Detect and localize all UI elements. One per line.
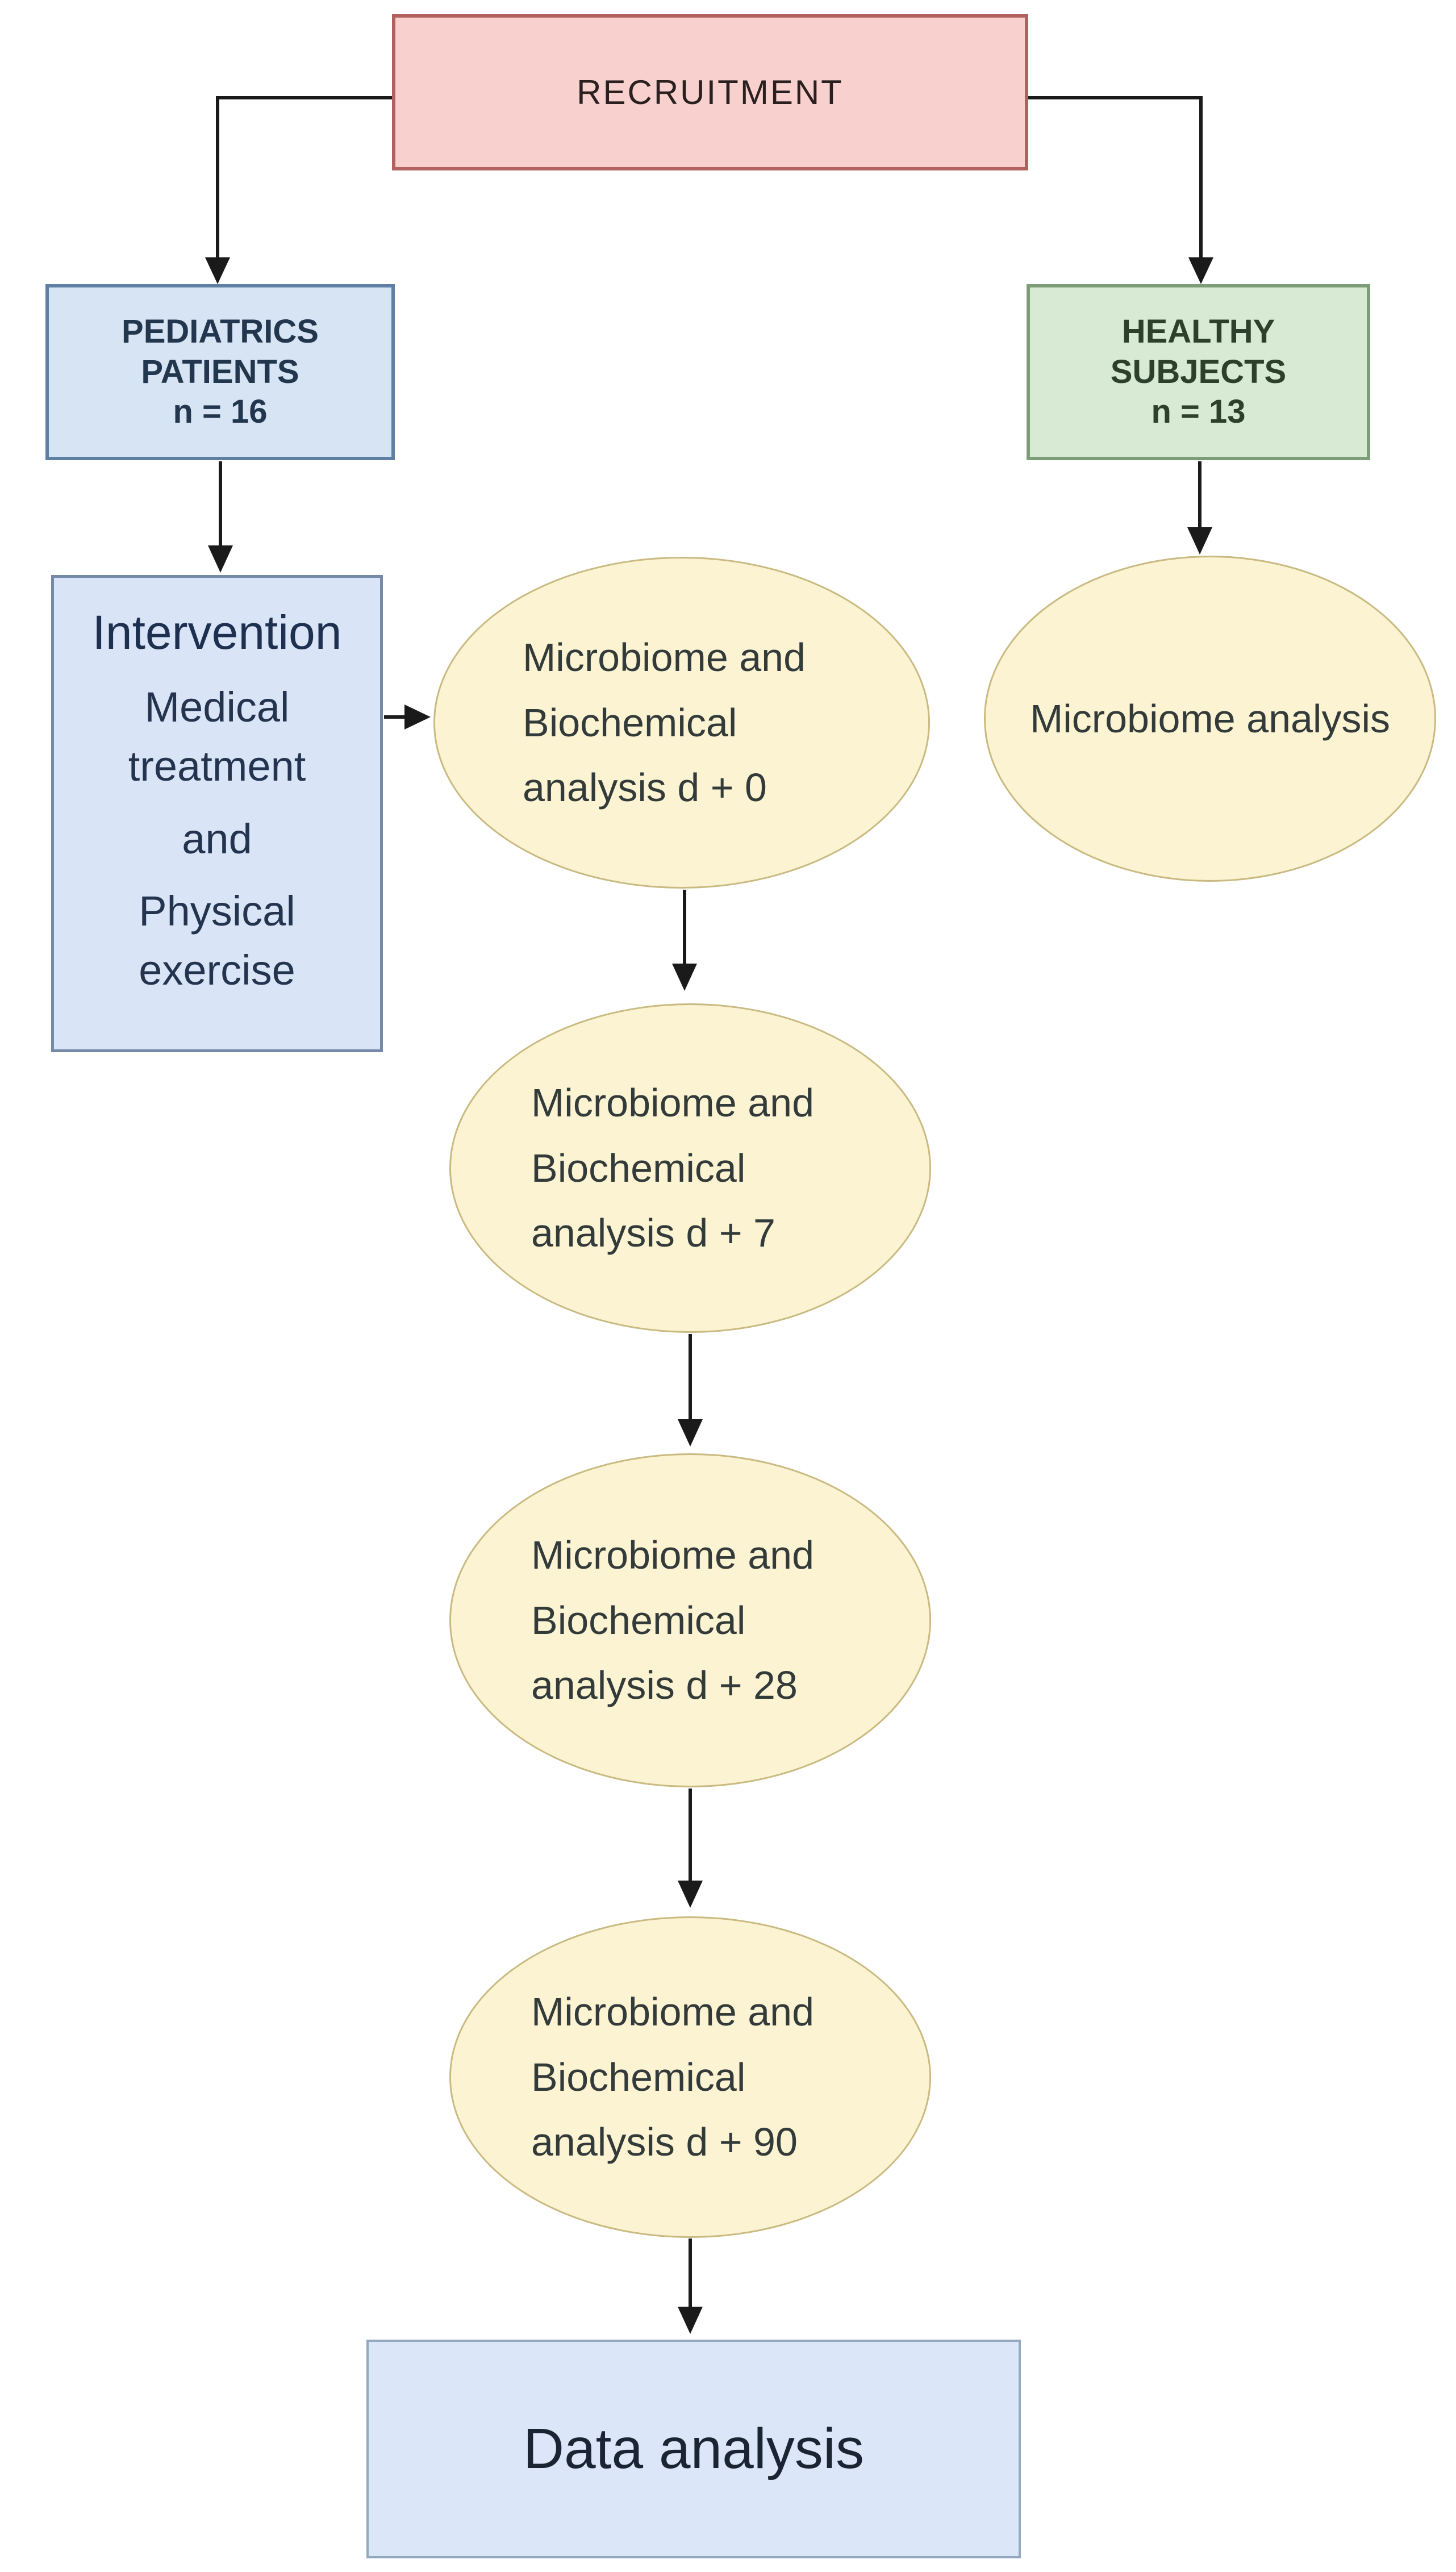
timepoint-d0-node: Microbiome and Biochemical analysis d + … — [433, 557, 930, 889]
healthy-line: SUBJECTS — [1110, 353, 1287, 390]
timepoint-line: analysis d + 0 — [523, 765, 767, 810]
timepoint-d90-node: Microbiome and Biochemical analysis d + … — [449, 1916, 931, 2238]
timepoint-line: Microbiome and — [523, 635, 806, 680]
timepoint-line: Microbiome and — [531, 1989, 814, 2034]
pediatrics-patients-node: PEDIATRICS PATIENTS n = 16 — [45, 284, 395, 460]
data-analysis-label: Data analysis — [523, 2417, 865, 2481]
pediatrics-count: n = 16 — [173, 393, 268, 431]
timepoint-line: Biochemical — [531, 2054, 746, 2099]
arrowhead-icon — [678, 1419, 703, 1447]
connector-recruitment-to-pediatrics — [216, 96, 392, 259]
microbiome-analysis-node: Microbiome analysis — [984, 556, 1436, 882]
arrowhead-icon — [678, 2307, 703, 2334]
arrowhead-icon — [1188, 257, 1213, 284]
pediatrics-line: PEDIATRICS — [122, 312, 319, 350]
timepoint-line: Microbiome and — [531, 1080, 814, 1125]
timepoint-line: analysis d + 90 — [531, 2120, 798, 2165]
timepoint-line: Biochemical — [523, 700, 737, 745]
timepoint-line: analysis d + 7 — [531, 1211, 775, 1256]
timepoint-line: Biochemical — [531, 1598, 746, 1643]
arrowhead-icon — [208, 545, 233, 573]
pediatrics-line: PATIENTS — [141, 353, 299, 390]
timepoint-d28-node: Microbiome and Biochemical analysis d + … — [449, 1453, 931, 1787]
connector-recruitment-to-healthy — [1028, 96, 1203, 259]
intervention-line: treatment — [128, 742, 306, 790]
timepoint-line: analysis d + 28 — [531, 1663, 798, 1708]
healthy-subjects-node: HEALTHY SUBJECTS n = 13 — [1027, 284, 1370, 460]
microbiome-analysis-label: Microbiome analysis — [1029, 697, 1391, 741]
data-analysis-node: Data analysis — [366, 2340, 1021, 2558]
arrowhead-icon — [672, 964, 697, 991]
healthy-line: HEALTHY — [1121, 312, 1275, 350]
timepoint-line: Biochemical — [531, 1145, 746, 1190]
intervention-node: Intervention Medical treatment and Physi… — [51, 575, 383, 1052]
arrowhead-icon — [205, 257, 230, 284]
intervention-title: Intervention — [92, 606, 342, 659]
intervention-line: Medical — [144, 683, 290, 731]
intervention-line: Physical — [139, 887, 295, 935]
arrowhead-icon — [404, 705, 431, 730]
arrowhead-icon — [1187, 527, 1212, 555]
recruitment-node: RECRUITMENT — [392, 14, 1028, 170]
healthy-count: n = 13 — [1151, 393, 1246, 431]
recruitment-label: RECRUITMENT — [577, 73, 844, 111]
timepoint-d7-node: Microbiome and Biochemical analysis d + … — [449, 1003, 931, 1333]
intervention-line: and — [182, 815, 252, 862]
arrowhead-icon — [678, 1881, 703, 1908]
timepoint-line: Microbiome and — [531, 1532, 814, 1577]
intervention-line: exercise — [139, 946, 295, 994]
